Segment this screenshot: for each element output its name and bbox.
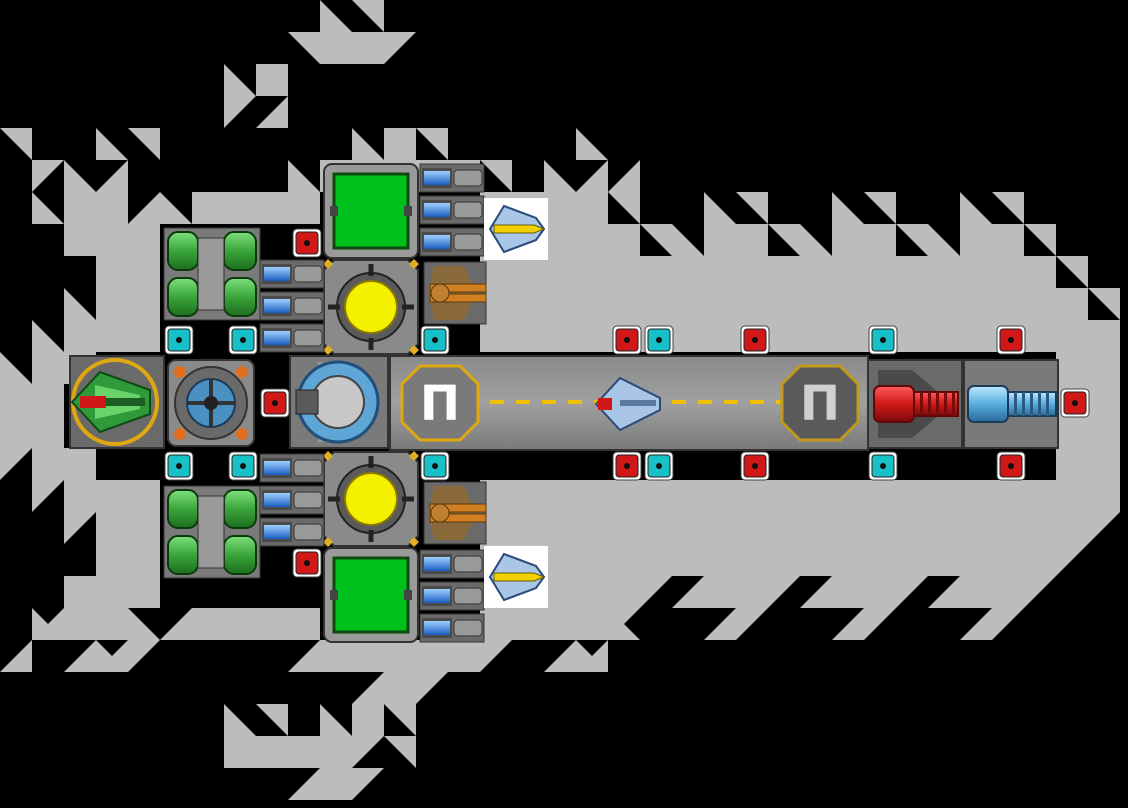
landing-pad-right[interactable]: Π	[780, 364, 860, 442]
thruster-icon[interactable]	[259, 291, 325, 321]
thruster-icon[interactable]	[419, 227, 485, 257]
power-node-icon[interactable]	[420, 325, 450, 355]
thruster-icon[interactable]	[419, 581, 485, 611]
thruster-icon[interactable]	[259, 485, 325, 515]
missile-launcher-icon[interactable]	[484, 198, 548, 260]
fighter-ship-icon	[70, 370, 151, 434]
nose-hangar[interactable]	[69, 355, 165, 449]
power-node-icon[interactable]	[740, 325, 770, 355]
landing-pad-icon: Π	[420, 376, 460, 432]
thruster-icon[interactable]	[259, 323, 325, 353]
shield-generator-icon[interactable]	[167, 359, 255, 447]
cargo-bay-icon[interactable]	[323, 547, 419, 643]
runway-dash	[490, 400, 504, 404]
power-node-icon[interactable]	[164, 325, 194, 355]
turret-icon[interactable]	[423, 481, 487, 545]
power-node-icon[interactable]	[996, 325, 1026, 355]
turret-icon[interactable]	[423, 261, 487, 325]
missile-launcher-icon[interactable]	[484, 546, 548, 608]
runway-dash	[724, 400, 738, 404]
thruster-icon[interactable]	[419, 613, 485, 643]
power-node-icon[interactable]	[164, 451, 194, 481]
thruster-icon[interactable]	[419, 195, 485, 225]
power-node-icon[interactable]	[644, 451, 674, 481]
thruster-icon[interactable]	[259, 517, 325, 547]
power-node-icon[interactable]	[1060, 388, 1090, 418]
reactor-core-icon[interactable]	[323, 451, 419, 547]
blue-engine-icon[interactable]	[963, 359, 1059, 449]
reactor-core-icon[interactable]	[323, 259, 419, 355]
runway-dash	[698, 400, 712, 404]
power-node-icon[interactable]	[420, 451, 450, 481]
power-node-icon[interactable]	[612, 451, 642, 481]
power-node-icon[interactable]	[292, 228, 322, 258]
thruster-icon[interactable]	[259, 259, 325, 289]
runway-dash	[750, 400, 764, 404]
runway-dash	[568, 400, 582, 404]
power-node-icon[interactable]	[996, 451, 1026, 481]
landing-pad-icon: Π	[800, 376, 840, 432]
red-engine-icon[interactable]	[867, 359, 963, 449]
runway-dash	[516, 400, 530, 404]
runway-dash	[542, 400, 556, 404]
power-node-icon[interactable]	[868, 451, 898, 481]
power-node-icon[interactable]	[868, 325, 898, 355]
runway-dash	[672, 400, 686, 404]
power-node-icon[interactable]	[260, 388, 290, 418]
thruster-icon[interactable]	[259, 453, 325, 483]
fuel-tank-icon[interactable]	[163, 485, 261, 579]
fuel-tank-icon[interactable]	[163, 227, 261, 321]
cargo-bay-icon[interactable]	[323, 163, 419, 259]
docked-fighter-icon[interactable]	[594, 376, 661, 432]
landing-pad-left[interactable]: Π	[400, 364, 480, 442]
power-node-icon[interactable]	[228, 325, 258, 355]
power-node-icon[interactable]	[740, 451, 770, 481]
bridge-module[interactable]	[289, 355, 389, 449]
power-node-icon[interactable]	[292, 548, 322, 578]
power-node-icon[interactable]	[612, 325, 642, 355]
power-node-icon[interactable]	[228, 451, 258, 481]
power-node-icon[interactable]	[644, 325, 674, 355]
thruster-icon[interactable]	[419, 163, 485, 193]
thruster-icon[interactable]	[419, 549, 485, 579]
